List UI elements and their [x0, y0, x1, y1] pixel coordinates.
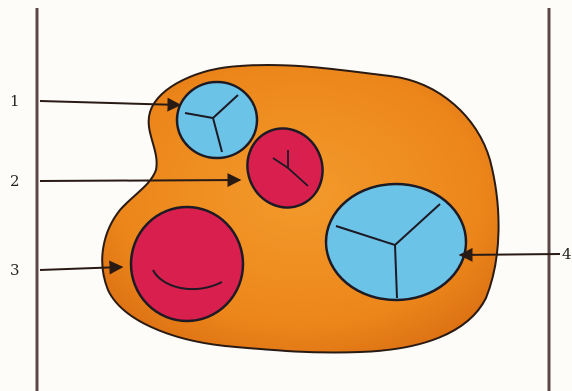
- blue-inclusion-large: [326, 184, 466, 300]
- label-4: 4: [562, 245, 572, 263]
- red-inclusion-large: [131, 207, 243, 321]
- label-3: 3: [10, 261, 20, 279]
- label-2: 2: [10, 172, 20, 190]
- arrow-pointer-icon: [460, 254, 560, 255]
- blue-inclusion-small: [177, 82, 257, 158]
- label-1: 1: [10, 92, 20, 110]
- arrow-pointer-icon: [40, 180, 240, 181]
